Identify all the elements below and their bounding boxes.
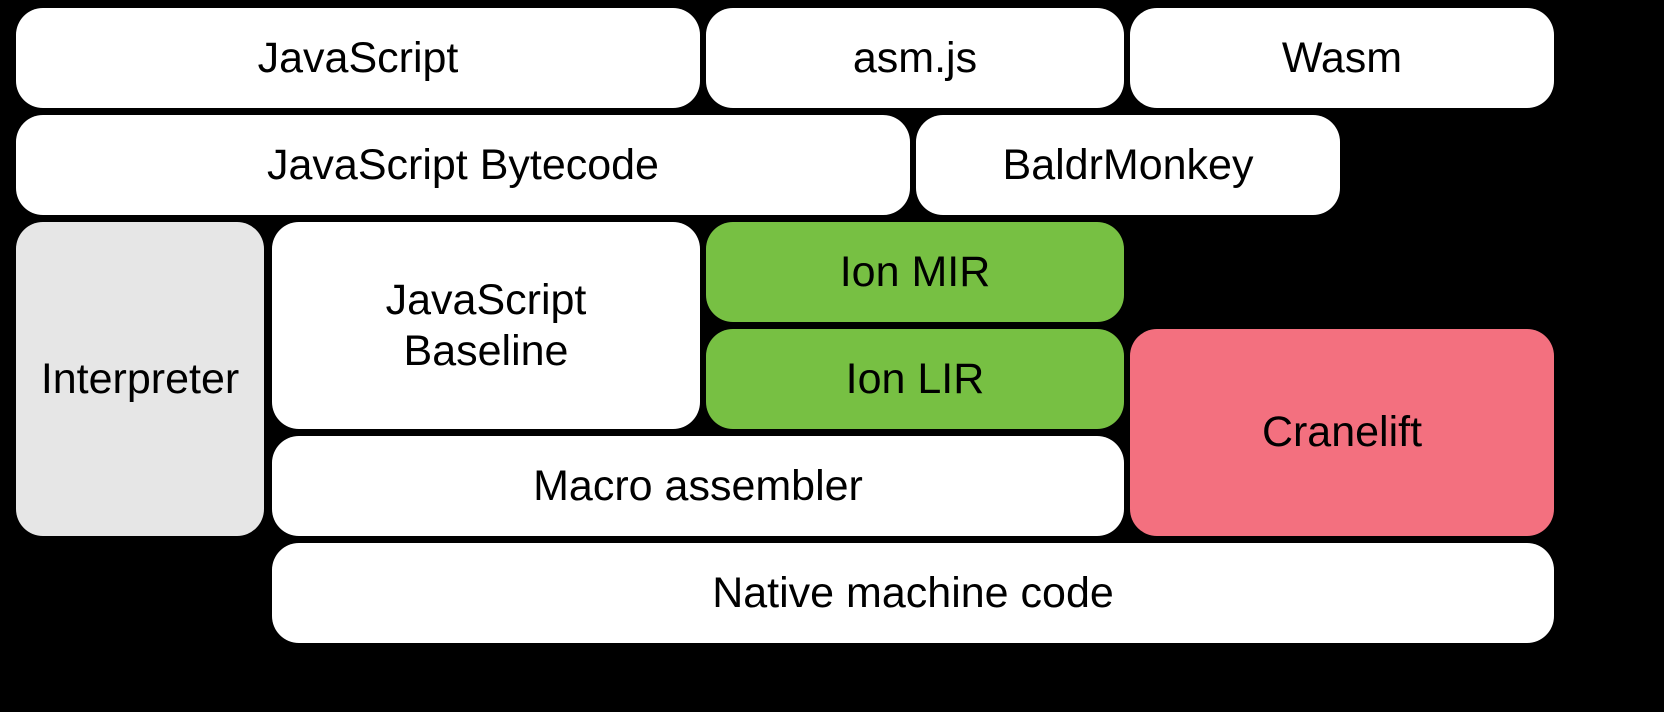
node-macro-assembler-label: Macro assembler — [533, 461, 863, 510]
node-cranelift-label: Cranelift — [1261, 408, 1423, 457]
node-wasm: Wasm — [1130, 8, 1554, 108]
node-ion-lir-label: Ion LIR — [845, 354, 985, 403]
node-ion-mir: Ion MIR — [706, 222, 1124, 322]
node-javascript-baseline-label: JavaScript Baseline — [385, 275, 587, 375]
node-macro-assembler: Macro assembler — [272, 436, 1124, 536]
node-baldrmonkey: BaldrMonkey — [916, 115, 1340, 215]
node-javascript-baseline: JavaScript Baseline — [272, 222, 700, 429]
node-javascript-bytecode-label: JavaScript Bytecode — [267, 140, 659, 189]
node-baldrmonkey-label: BaldrMonkey — [1002, 140, 1254, 189]
node-native-machine-code: Native machine code — [272, 543, 1554, 643]
node-ion-mir-label: Ion MIR — [839, 247, 991, 296]
node-native-machine-code-label: Native machine code — [712, 568, 1114, 617]
node-javascript-label: JavaScript — [257, 33, 459, 82]
node-ion-lir: Ion LIR — [706, 329, 1124, 429]
node-asmjs-label: asm.js — [852, 33, 978, 82]
node-wasm-label: Wasm — [1281, 33, 1403, 82]
node-javascript: JavaScript — [16, 8, 700, 108]
node-interpreter-label: Interpreter — [40, 354, 240, 403]
node-cranelift: Cranelift — [1130, 329, 1554, 536]
node-javascript-bytecode: JavaScript Bytecode — [16, 115, 910, 215]
node-asmjs: asm.js — [706, 8, 1124, 108]
node-interpreter: Interpreter — [16, 222, 264, 536]
